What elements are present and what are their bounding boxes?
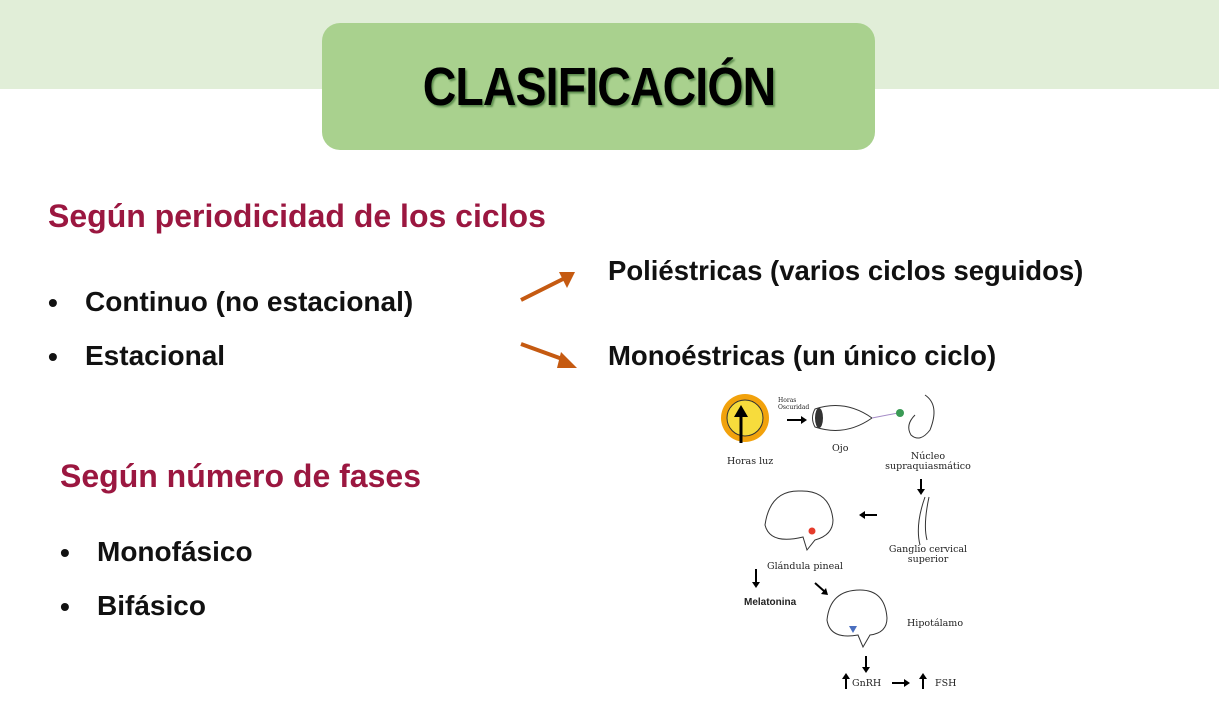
result-monoestricas: Monoéstricas (un único ciclo)	[608, 340, 997, 371]
sun-icon	[721, 394, 769, 443]
section-heading-periodicidad: Según periodicidad de los ciclos	[48, 198, 546, 234]
brain-section-icon	[896, 394, 935, 439]
label-horas-luz: Horas luz	[727, 456, 774, 467]
bullet-icon: •	[60, 591, 70, 622]
bullet-icon: •	[48, 287, 58, 318]
bullet-bifasico: Bifásico	[97, 590, 206, 621]
diagram-graphics	[721, 394, 935, 689]
brain-pineal-icon	[764, 490, 834, 552]
label-glandula-pineal: Glándula pineal	[767, 561, 843, 572]
label-ojo: Ojo	[832, 443, 849, 454]
bullet-icon: •	[48, 341, 58, 372]
label-hipotalamo: Hipotálamo	[907, 618, 964, 629]
label-gnrh: GnRH	[852, 678, 882, 689]
bullet-estacional: Estacional	[85, 340, 226, 371]
bullet-icon: •	[60, 537, 70, 568]
bullet-continuo: Continuo (no estacional)	[85, 286, 414, 317]
eye-icon	[812, 405, 899, 431]
bullet-monofasico: Monofásico	[97, 536, 253, 567]
section-heading-fases: Según número de fases	[60, 458, 421, 494]
label-melatonina: Melatonina	[744, 597, 797, 608]
arrow-up-right-icon	[520, 272, 577, 368]
label-fsh: FSH	[935, 678, 957, 689]
brain-hypothalamus-icon	[826, 589, 888, 649]
slide-title: CLASIFICACIÓN	[422, 56, 775, 117]
title-box: CLASIFICACIÓN	[322, 23, 875, 150]
result-poliestricas: Poliéstricas (varios ciclos seguidos)	[608, 255, 1084, 286]
